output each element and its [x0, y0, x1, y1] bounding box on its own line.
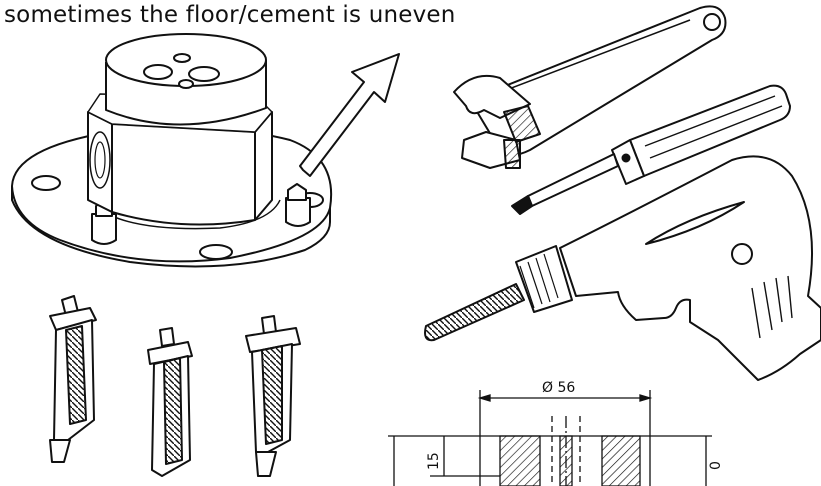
- diameter-label: Ø 56: [542, 380, 575, 396]
- upward-arrow-icon: [299, 53, 400, 177]
- pipe-flange-base-icon: [11, 33, 333, 268]
- screwdriver-icon: [511, 84, 791, 215]
- adjustable-wrench-icon: [453, 5, 727, 169]
- caption-text: sometimes the floor/cement is uneven: [4, 2, 456, 28]
- power-drill-icon: [424, 155, 821, 381]
- expansion-anchor-bolt-icon: [49, 295, 301, 477]
- dimension-drawing: [388, 390, 712, 486]
- right-dimension-label: 0: [708, 461, 724, 470]
- height-label: 15: [426, 452, 442, 470]
